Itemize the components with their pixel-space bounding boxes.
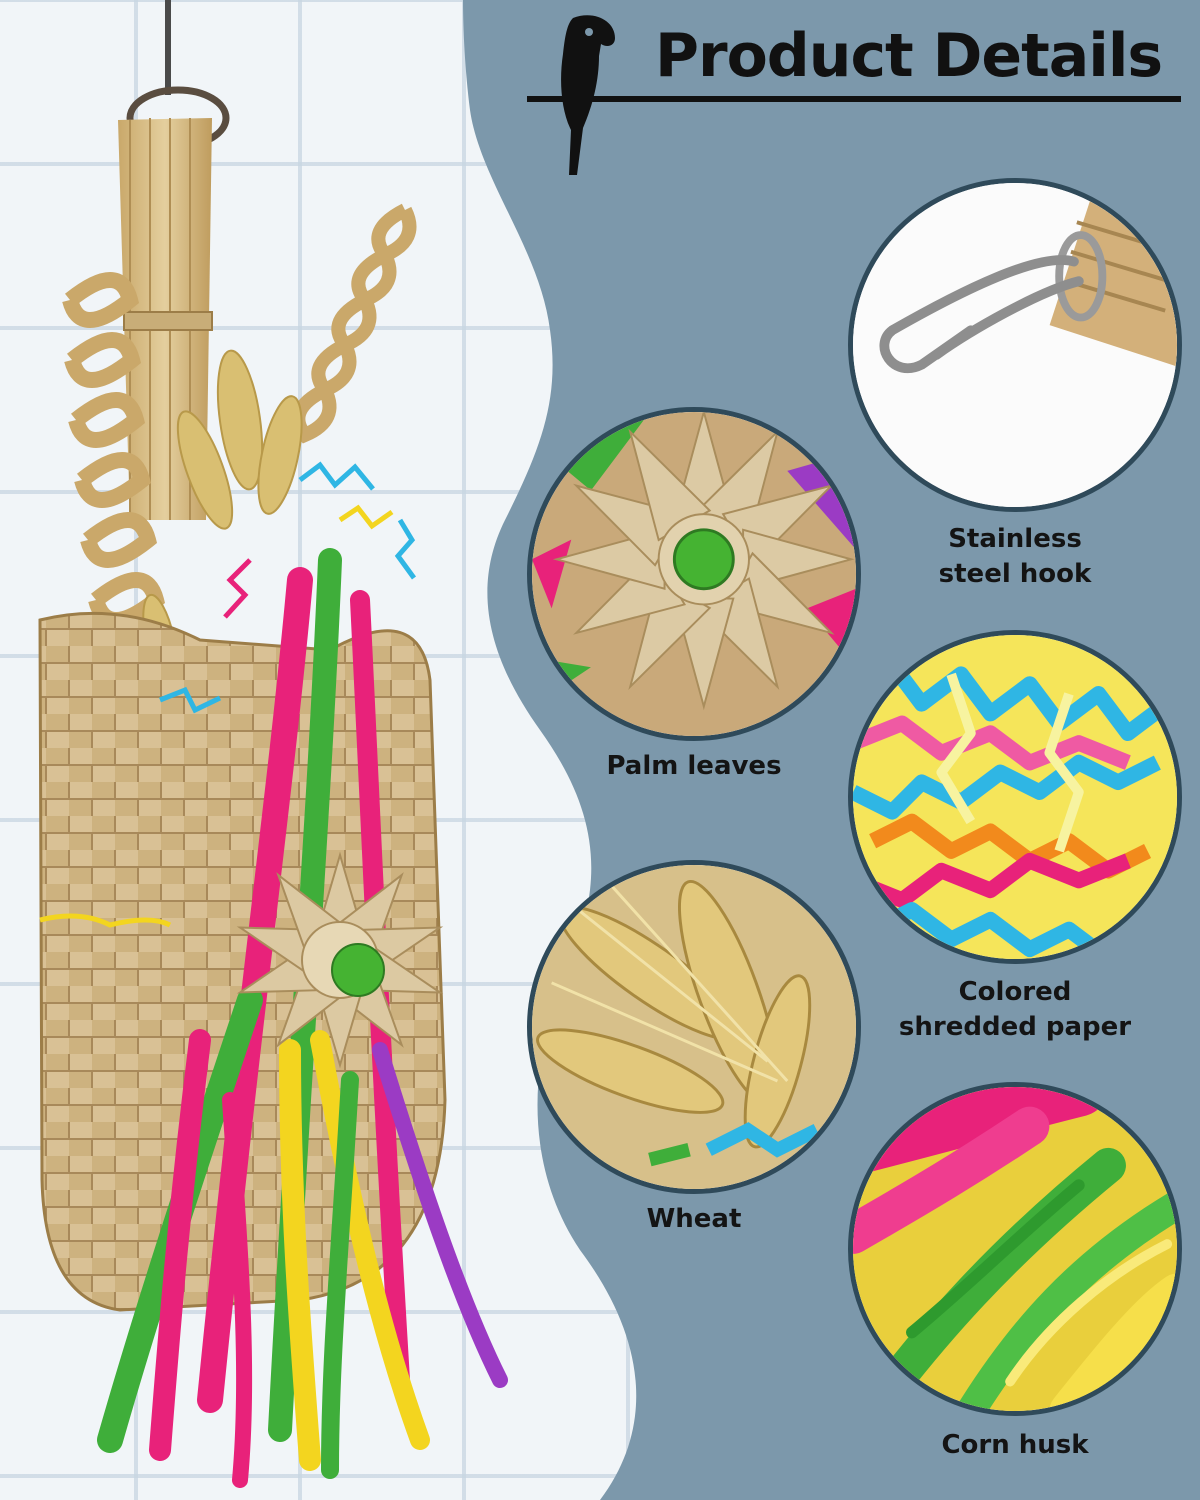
wheat-label: Wheat	[646, 1204, 742, 1234]
steel-hook-label-line2: steel hook	[938, 559, 1092, 589]
steel-hook-photo-circle	[848, 178, 1182, 512]
shredded-paper-strips	[39, 461, 417, 928]
corn-husk-photo-circle	[848, 1082, 1182, 1416]
steel-hook-icon	[853, 183, 1177, 507]
wheat-icon	[532, 865, 856, 1189]
title-underline	[527, 96, 1181, 102]
corn-husk-icon	[853, 1087, 1177, 1411]
wheat-photo-circle	[527, 860, 861, 1194]
page-title: Product Details	[655, 21, 1163, 91]
palm-leaves-label: Palm leaves	[606, 751, 782, 781]
shredded-paper-icon	[853, 635, 1177, 959]
palm-leaf-flower	[236, 851, 444, 1069]
green-bead	[331, 943, 385, 997]
shredded-paper-label-line2: shredded paper	[898, 1012, 1132, 1042]
shredded-paper-photo-circle	[848, 630, 1182, 964]
palm-leaf-flower-icon	[532, 412, 856, 736]
bird-toy-product-image	[38, 0, 508, 1488]
wheat-ears	[142, 349, 303, 687]
steel-hook-label-line1: Stainless	[948, 524, 1082, 554]
palm-leaves-photo-circle	[527, 407, 861, 741]
parrot-icon	[561, 15, 615, 176]
corn-husk-label: Corn husk	[941, 1430, 1089, 1460]
shredded-paper-label-line1: Colored	[958, 977, 1072, 1007]
curled-palm-strip-right	[291, 203, 417, 444]
